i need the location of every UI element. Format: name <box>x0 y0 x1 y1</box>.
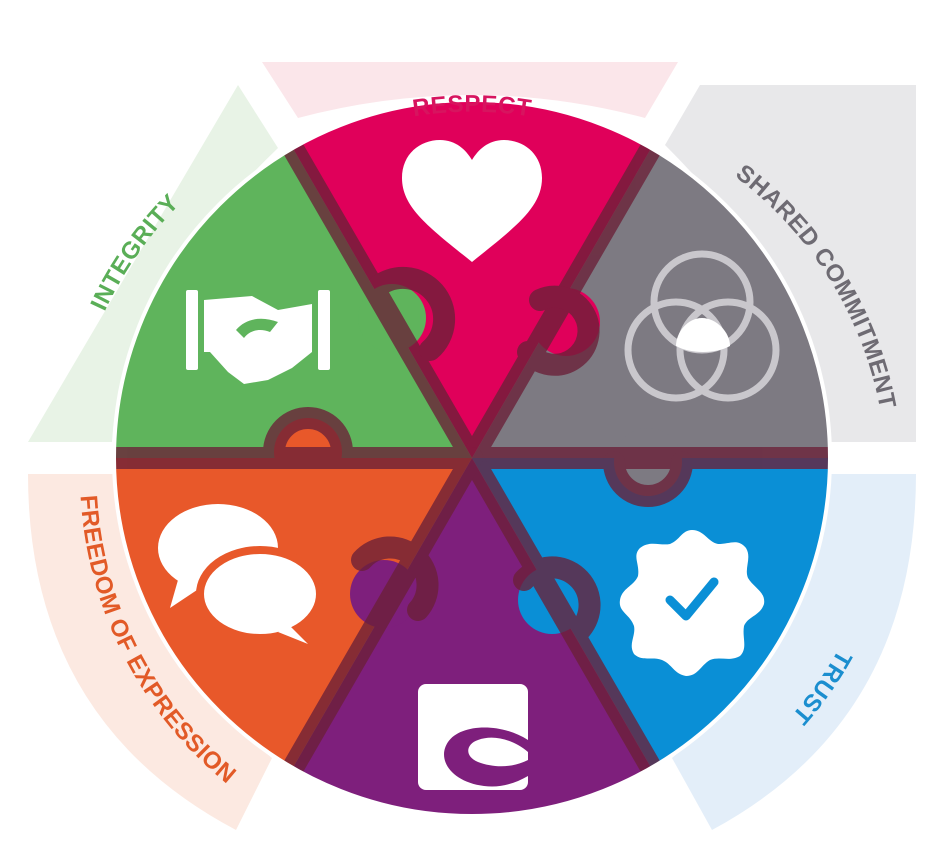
wheel-rim <box>112 98 832 818</box>
band-trust <box>672 474 916 830</box>
label-respect: RESPECT <box>411 91 533 123</box>
heart-icon <box>402 140 542 262</box>
band-respect <box>262 62 678 118</box>
band-shared-commitment <box>665 85 916 442</box>
verified-badge-icon <box>619 530 765 676</box>
venn-circles-icon <box>624 250 780 402</box>
seams <box>114 115 830 801</box>
handshake-icon <box>186 290 330 384</box>
outer-ring <box>28 62 916 830</box>
logo-tile-icon <box>418 684 528 790</box>
speech-bubbles-icon <box>158 504 324 644</box>
band-freedom-of-expression <box>28 474 272 830</box>
sector-respect <box>258 100 686 458</box>
band-integrity <box>28 85 278 442</box>
sector-center-bottom <box>258 458 686 816</box>
